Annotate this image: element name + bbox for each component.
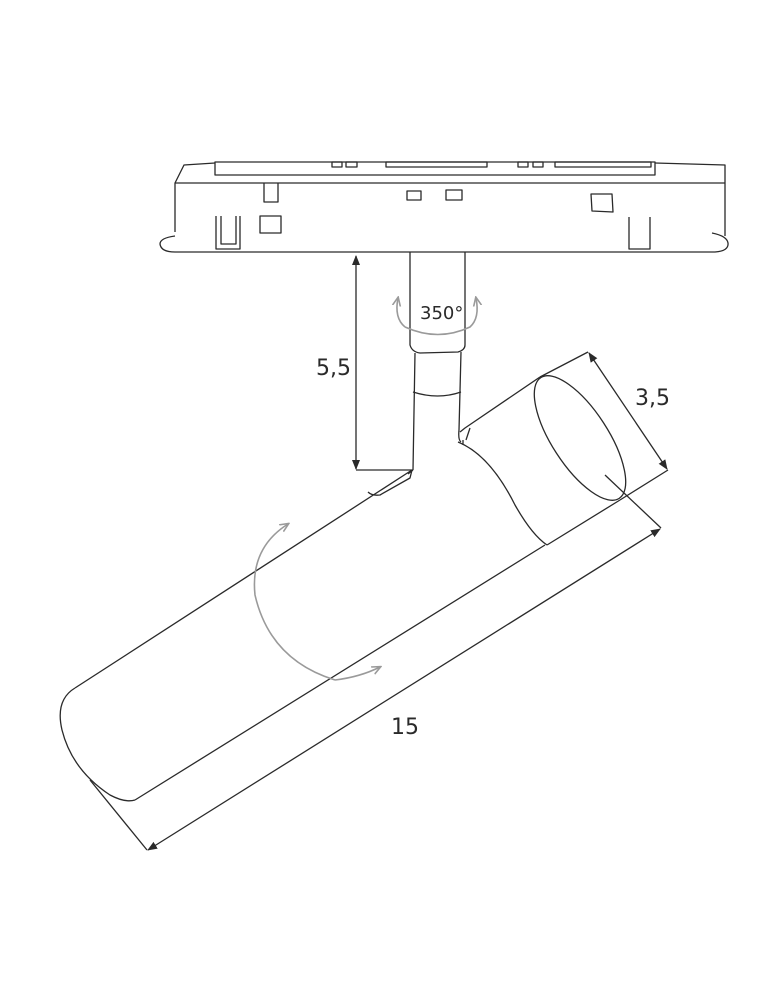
swivel-arrow-left [397, 298, 406, 328]
stem [407, 252, 466, 475]
length-label: 15 [391, 715, 419, 740]
rotation-label: 350° [420, 303, 464, 324]
rotation-arrows [253, 298, 477, 681]
tilt-arrow-down [334, 667, 380, 681]
length-dimension-line [147, 528, 661, 851]
spotlight-body [59, 375, 627, 802]
diameter-dimension-line [588, 352, 668, 470]
diameter-label: 3,5 [635, 386, 670, 411]
dimension-lines [89, 255, 669, 851]
track-adapter [159, 161, 729, 253]
swivel-arrow-right [404, 298, 477, 336]
height-label: 5,5 [316, 356, 351, 381]
tilt-arrow-up [253, 524, 336, 681]
